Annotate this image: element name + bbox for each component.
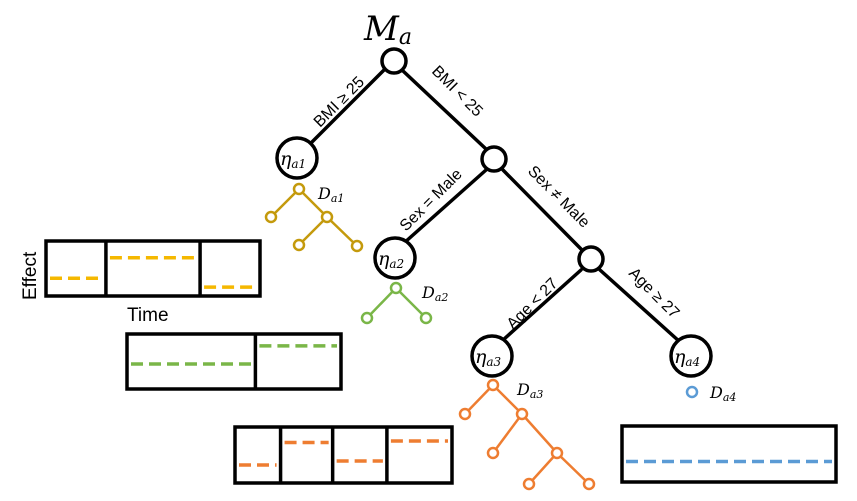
- svg-text:ηa2: ηa2: [378, 248, 404, 271]
- edge-root-a1: [306, 67, 387, 148]
- edge-internal1-internal2: [501, 168, 583, 251]
- root-model-label: Ma: [363, 9, 412, 50]
- tree-edges: [306, 67, 682, 344]
- edge-root-internal1: [400, 68, 488, 151]
- edge-label-age-lt: Age < 27: [504, 275, 562, 333]
- leaf-node-a3: ηa3: [470, 334, 514, 378]
- svg-text:ηa1: ηa1: [280, 148, 306, 171]
- dataset-label-a3: Da3: [516, 380, 543, 401]
- effect-axis-label: Effect: [20, 251, 41, 300]
- edge-label-age-ge: Age ≥ 27: [625, 265, 682, 322]
- dataset-label-a1: Da1: [317, 184, 344, 205]
- dataset-label-a2: Da2: [421, 283, 448, 304]
- internal-node-age: [577, 245, 605, 273]
- root-node: [380, 47, 408, 75]
- subtree-a2: [360, 281, 433, 325]
- dataset-label-a4: Da4: [709, 383, 736, 404]
- leaf-node-a4: ηa4: [669, 334, 713, 378]
- svg-text:ηa3: ηa3: [475, 346, 502, 369]
- subtree-a3: [458, 378, 596, 491]
- effect-panel-a1: [44, 239, 262, 298]
- effect-panel-a4: [620, 424, 838, 484]
- internal-node-sex: [480, 145, 508, 173]
- edge-internal1-a2: [402, 168, 488, 245]
- leaf-node-a1: ηa1: [275, 136, 319, 180]
- subtree-a4: [685, 385, 699, 399]
- edge-label-bmi-lt: BMI < 25: [428, 63, 486, 121]
- time-axis-label: Time: [127, 305, 169, 326]
- edge-label-sex-ne: Sex ≠ Male: [524, 163, 593, 232]
- effect-panel-a3: [233, 425, 454, 485]
- svg-text:ηa4: ηa4: [674, 346, 700, 369]
- edge-internal2-a3: [501, 268, 583, 342]
- subtree-a1: [264, 182, 364, 253]
- edge-internal2-a4: [598, 268, 682, 344]
- edge-label-bmi-ge: BMI ≥ 25: [311, 74, 368, 131]
- effect-panel-a2: [125, 332, 343, 391]
- leaf-node-a2: ηa2: [373, 236, 417, 280]
- edge-label-sex-eq: Sex = Male: [397, 166, 466, 235]
